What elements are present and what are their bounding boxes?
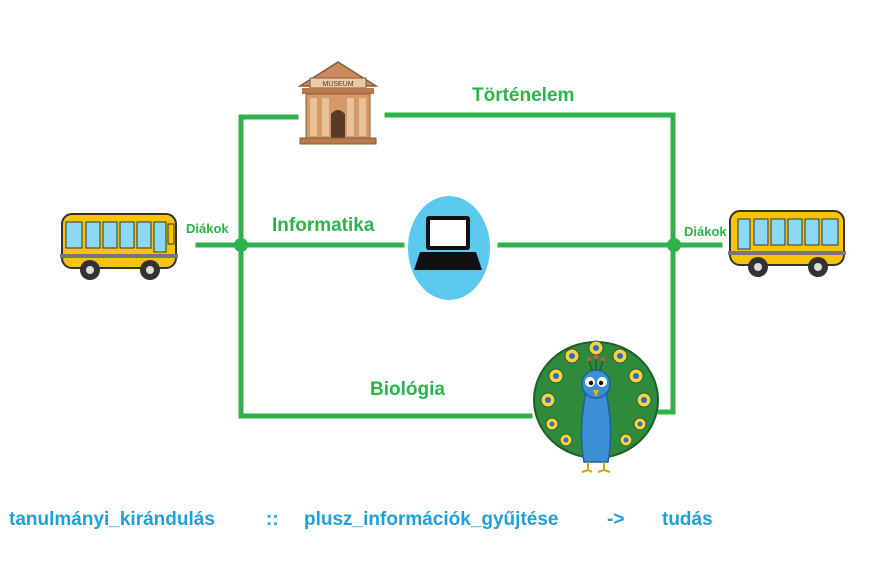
formula-separator: ::: [266, 509, 279, 530]
formula-part-trip: tanulmányi_kirándulás: [9, 509, 215, 530]
museum-icon: MUSEUM: [297, 61, 379, 145]
route-history-right: [384, 112, 676, 415]
label-students-left: Diákok: [186, 221, 229, 236]
peacock-icon: [533, 340, 659, 473]
label-history: Történelem: [472, 85, 575, 106]
route-lines: [195, 112, 723, 419]
route-history-left: [238, 114, 533, 419]
label-informatics: Informatika: [272, 215, 375, 236]
formula-arrow: ->: [607, 509, 625, 530]
bus-icon: [60, 213, 178, 280]
museum-sign: MUSEUM: [322, 81, 353, 88]
junction-right: [667, 238, 681, 252]
label-biology: Biológia: [370, 379, 445, 400]
formula-part-info: plusz_információk_gyűjtése: [304, 509, 559, 530]
formula-result: tudás: [662, 509, 713, 530]
laptop-icon: [408, 196, 490, 300]
junction-left: [234, 238, 248, 252]
label-students-right: Diákok: [684, 224, 727, 239]
bus-icon: [728, 210, 846, 277]
